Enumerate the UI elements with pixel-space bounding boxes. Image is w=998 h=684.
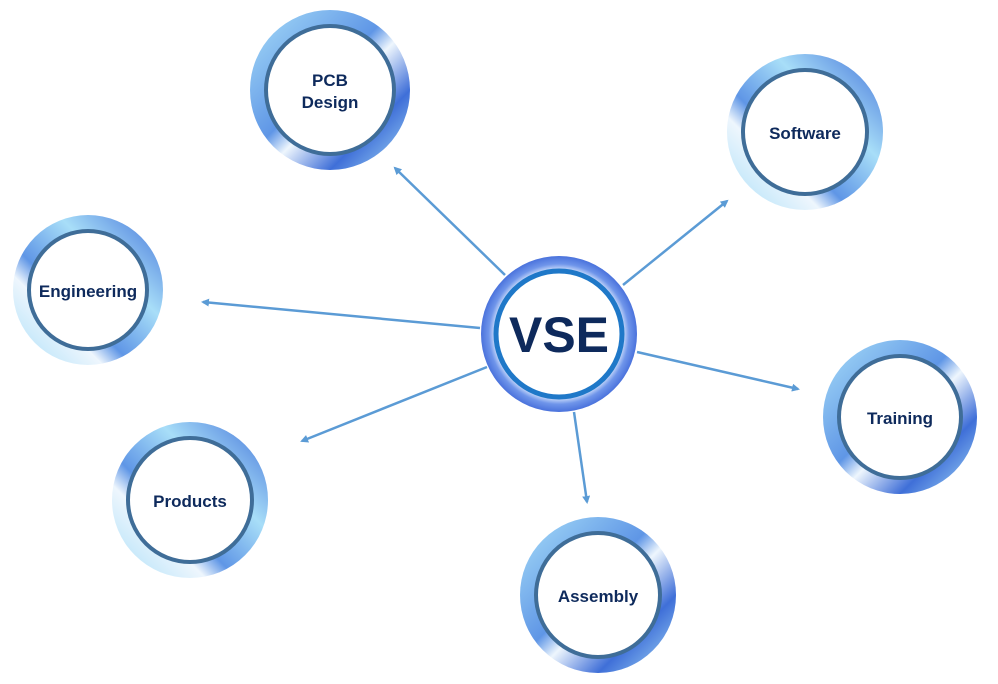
arrow-to-pcb-design	[393, 166, 506, 276]
node-inner-circle	[741, 68, 869, 196]
node-inner-circle	[27, 229, 149, 351]
center-label: VSE	[509, 307, 609, 363]
node-label: Engineering	[39, 282, 137, 301]
node-engineering: Engineering	[13, 215, 163, 365]
node-label: Products	[153, 492, 227, 511]
node-inner-circle	[264, 24, 396, 156]
node-products: Products	[112, 422, 268, 578]
node-label: Training	[867, 409, 933, 428]
arrow-to-software	[622, 199, 729, 286]
node-label: Design	[302, 93, 359, 112]
node-label: Assembly	[558, 587, 639, 606]
node-inner-circle	[126, 436, 254, 564]
node-software: Software	[727, 54, 883, 210]
node-assembly: Assembly	[520, 517, 676, 673]
arrow-to-engineering	[201, 298, 481, 330]
arrow-to-assembly	[572, 411, 591, 504]
arrow-to-products	[300, 365, 488, 443]
node-label: Software	[769, 124, 841, 143]
node-inner-circle	[534, 531, 662, 659]
node-label: PCB	[312, 71, 348, 90]
node-training: Training	[823, 340, 977, 494]
node-pcb-design: PCB Design	[250, 10, 410, 170]
center-node-vse: VSE	[481, 256, 637, 412]
center-inner-circle	[493, 268, 625, 400]
arrow-to-training	[636, 350, 800, 392]
node-inner-circle	[837, 354, 963, 480]
